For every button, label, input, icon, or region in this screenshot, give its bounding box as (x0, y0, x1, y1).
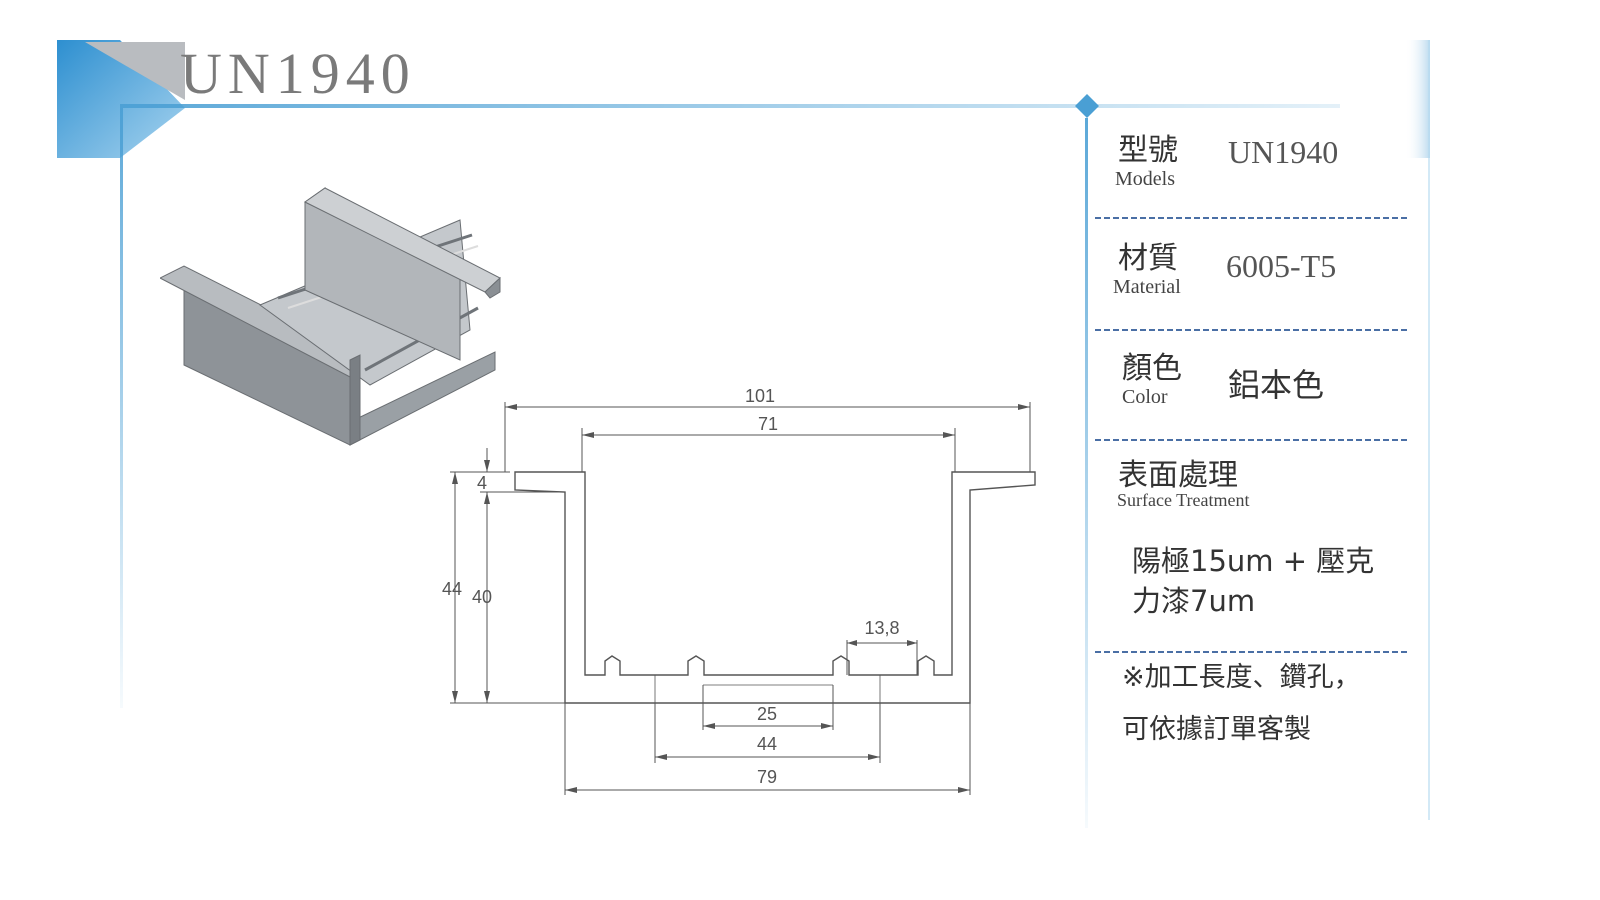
corner-shine (85, 42, 185, 100)
profile-outline (514, 471, 1036, 704)
material-value: 6005-T5 (1226, 248, 1337, 284)
surface-label-en: Surface Treatment (1117, 490, 1250, 510)
surface-value-line2: 力漆7um (1132, 584, 1256, 618)
color-label-zh: 顏色 (1122, 351, 1182, 386)
dim-label-4: 4 (477, 473, 487, 493)
dim-label-13-8: 13,8 (864, 618, 899, 638)
surface-value-line1: 陽極15um + 壓克 (1132, 544, 1375, 578)
dim-label-44-bottom: 44 (757, 734, 777, 754)
dim-label-101: 101 (745, 386, 775, 406)
dim-label-25: 25 (757, 704, 777, 724)
color-value: 鋁本色 (1228, 366, 1325, 404)
note-line1: ※加工長度、鑽孔， (1122, 662, 1361, 693)
model-label-en: Models (1115, 168, 1175, 190)
surface-label-zh: 表面處理 (1118, 458, 1238, 493)
color-label-en: Color (1122, 386, 1168, 408)
right-edge-accent (1405, 40, 1430, 158)
right-rule (1428, 40, 1430, 820)
dim-label-79: 79 (757, 767, 777, 787)
model-label-zh: 型號 (1118, 133, 1178, 168)
material-label-en: Material (1113, 276, 1181, 298)
model-value: UN1940 (1228, 134, 1339, 170)
page-title: UN1940 (180, 41, 416, 106)
material-label-zh: 材質 (1118, 241, 1178, 276)
dim-label-71: 71 (758, 414, 778, 434)
diamond-marker (1075, 94, 1099, 118)
header-rule (120, 104, 1340, 108)
dim-label-44-height: 44 (442, 579, 462, 599)
profile-3d-illustration (160, 187, 501, 446)
corner-accent (57, 40, 185, 158)
dim-label-40: 40 (472, 587, 492, 607)
note-line2: 可依據訂單客製 (1122, 714, 1311, 745)
panel-rule (1085, 118, 1088, 828)
left-rule (120, 108, 123, 708)
